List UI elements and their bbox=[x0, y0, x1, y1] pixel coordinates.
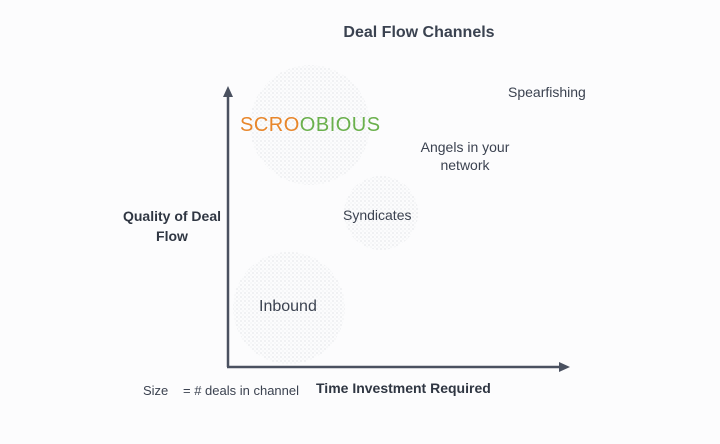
diagram-title: Deal Flow Channels bbox=[343, 24, 495, 41]
y-axis-label: Quality of Deal Flow bbox=[122, 208, 222, 244]
size-legend-meaning: = # deals in channel bbox=[183, 383, 300, 398]
y-axis-arrowhead bbox=[223, 86, 233, 97]
x-axis-label: Time Investment Required bbox=[316, 380, 491, 396]
scroobious-logo: SCROOBIOUS bbox=[240, 114, 381, 137]
logo-part-2: OBIOUS bbox=[299, 114, 381, 136]
logo-part-1: SCRO bbox=[240, 114, 300, 136]
bubble-logo bbox=[250, 65, 370, 185]
bubble-syndicates bbox=[344, 176, 418, 250]
bubble-inbound bbox=[233, 252, 345, 364]
channel-label-spearfishing: Spearfishing bbox=[508, 84, 586, 100]
size-legend-label: Size bbox=[143, 383, 169, 398]
channel-label-angels: Angels in your network bbox=[420, 139, 510, 173]
channel-label-inbound: Inbound bbox=[259, 298, 317, 315]
x-axis-arrowhead bbox=[559, 362, 570, 372]
channel-label-syndicates: Syndicates bbox=[343, 207, 412, 223]
